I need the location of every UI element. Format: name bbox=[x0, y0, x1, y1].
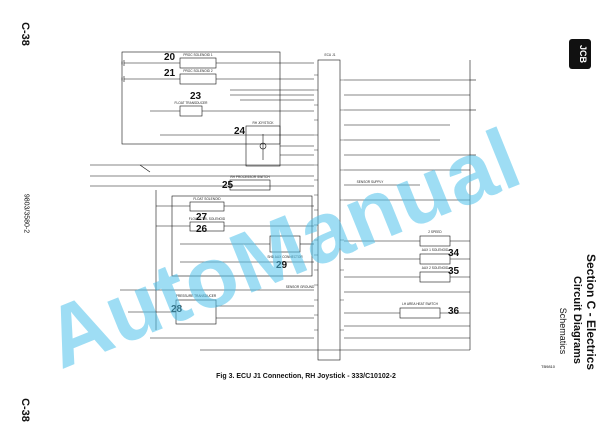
sensor-ground-label: SENSOR GROUND bbox=[286, 285, 315, 289]
section-title: Section C - Electrics bbox=[584, 253, 598, 371]
aux-2-solenoid bbox=[419, 271, 451, 283]
ecu-label: ECU J1 bbox=[325, 53, 336, 57]
callout-29: 29 bbox=[276, 260, 288, 271]
ecu-j1-connector bbox=[317, 59, 341, 361]
shd-aux-connector bbox=[269, 235, 301, 253]
callout-21: 21 bbox=[164, 68, 176, 79]
aux-2-label: AUX 2 SOLENOID bbox=[422, 266, 449, 270]
callout-27: 27 bbox=[196, 212, 208, 223]
doc-code: 9803/3580-2 bbox=[22, 193, 30, 234]
logo-text: JCB bbox=[578, 45, 588, 64]
page-ref-top: C-38 bbox=[19, 22, 31, 46]
jcb-logo: JCB bbox=[569, 39, 591, 69]
float-transducer-label: FLOAT TRANSDUCER bbox=[175, 101, 209, 105]
callout-26: 26 bbox=[196, 224, 208, 235]
float-solenoid bbox=[189, 201, 225, 212]
rh-processor-switch bbox=[229, 179, 271, 191]
pressure-transducer-label: PRESSURE TRANSDUCER bbox=[176, 294, 217, 298]
page-ref-bottom: C-38 bbox=[19, 398, 31, 422]
circuit-diagram: ECU J1 PROC SOLENOID 1 PROC SOLENOID 2 F… bbox=[90, 51, 476, 361]
section-subsubtitle: Schematics bbox=[558, 307, 568, 355]
callout-24: 24 bbox=[234, 126, 246, 137]
lh-area-heat-switch bbox=[399, 307, 441, 319]
rh-joystick-label: RH JOYSTICK bbox=[252, 121, 274, 125]
callout-25: 25 bbox=[222, 180, 234, 191]
callout-20: 20 bbox=[164, 52, 176, 63]
float-ctrl-solenoid bbox=[189, 221, 225, 232]
callout-35: 35 bbox=[448, 266, 460, 277]
shd-aux-connector-label: SHD AUX CONNECTOR bbox=[267, 255, 303, 259]
figure-id: TB9810 bbox=[541, 364, 556, 369]
aux-1-label: AUX 1 SOLENOID bbox=[422, 248, 449, 252]
float-ctrl-solenoid-label: FLOAT CTRL SOLENOID bbox=[189, 217, 226, 221]
lh-area-heat-switch-label: LH AREA HEAT SWITCH bbox=[402, 302, 439, 306]
callout-28: 28 bbox=[171, 304, 183, 315]
two-speed-label: 2 SPEED bbox=[428, 230, 442, 234]
proc-solenoid-1 bbox=[179, 57, 217, 69]
callout-23: 23 bbox=[190, 91, 202, 102]
proc-solenoid-2 bbox=[179, 73, 217, 85]
proc-solenoid-2-label: PROC SOLENOID 2 bbox=[183, 69, 212, 73]
two-speed-solenoid bbox=[419, 235, 451, 247]
figure-caption: Fig 3. ECU J1 Connection, RH Joystick - … bbox=[216, 373, 396, 380]
sensor-supply-label: SENSOR SUPPLY bbox=[357, 180, 385, 184]
aux-1-solenoid bbox=[419, 253, 451, 265]
float-solenoid-label: FLOAT SOLENOID bbox=[193, 197, 221, 201]
rh-processor-switch-label: RH PROCESSOR SWITCH bbox=[230, 175, 270, 179]
callout-36: 36 bbox=[448, 306, 460, 317]
float-transducer bbox=[179, 105, 203, 117]
callout-34: 34 bbox=[448, 248, 460, 259]
proc-solenoid-1-label: PROC SOLENOID 1 bbox=[183, 53, 212, 57]
